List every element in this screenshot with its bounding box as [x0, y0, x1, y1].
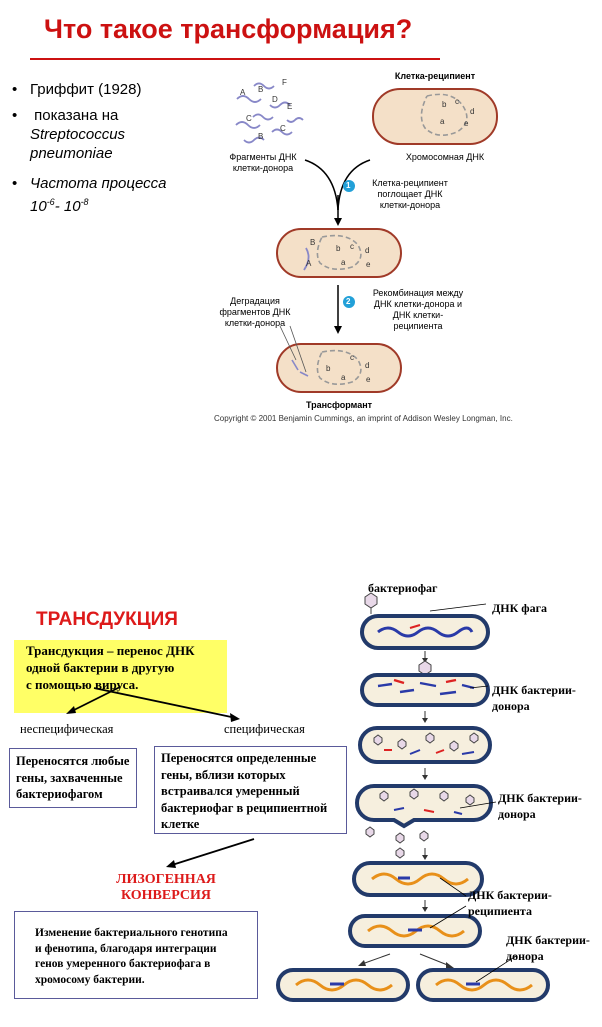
svg-text:d: d [365, 246, 369, 255]
label-bacteriophage: бактериофаг [368, 581, 438, 595]
svg-text:c: c [350, 353, 354, 362]
svg-text:a: a [341, 258, 346, 267]
svg-text:c: c [350, 242, 354, 251]
title-underline [30, 58, 440, 60]
svg-text:E: E [287, 102, 292, 111]
label-donor-dna-3: ДНК бактерии-донора [506, 933, 590, 963]
bullet-griffith: •Гриффит (1928) [12, 81, 142, 98]
definition-highlight [14, 640, 227, 713]
step-1-number: 1 [346, 181, 351, 190]
bullet-streptococcus: • показана на Streptococcus pneumoniae [12, 107, 126, 162]
bacteriophage-icon [364, 592, 378, 614]
copyright: Copyright © 2001 Benjamin Cummings, an i… [214, 414, 513, 423]
svg-text:c: c [455, 97, 459, 106]
svg-text:e: e [366, 375, 371, 384]
label-transformant: Трансформант [305, 400, 373, 410]
svg-text:A: A [240, 88, 246, 97]
svg-text:e: e [366, 260, 371, 269]
label-recipient-dna: ДНК бактерии-реципиента [468, 888, 552, 918]
slide-title: Что такое трансформация? [44, 14, 413, 44]
svg-text:b: b [336, 244, 341, 253]
recipient-cell [372, 88, 498, 145]
donor-dna-fragments [235, 82, 304, 144]
svg-text:A: A [306, 259, 312, 268]
nonspecific-label: неспецифическая [20, 722, 114, 736]
svg-text:B: B [258, 85, 263, 94]
cell-4 [355, 784, 493, 829]
svg-text:b: b [326, 364, 331, 373]
svg-text:B: B [310, 238, 315, 247]
svg-text:d: d [470, 107, 474, 116]
label-phage-dna: ДНК фага [492, 601, 548, 615]
step-1-badge [343, 180, 355, 192]
svg-text:e: e [464, 119, 469, 128]
svg-text:b: b [442, 100, 447, 109]
svg-text:d: d [365, 361, 369, 370]
label-chromosomal-dna: Хромосомная ДНК [405, 152, 485, 162]
svg-text:B: B [258, 132, 263, 141]
svg-text:C: C [280, 124, 286, 133]
svg-text:a: a [440, 117, 445, 126]
transduction-definition: Трансдукция – перенос ДНК одной бактерии… [26, 643, 195, 692]
cell-3 [358, 726, 492, 764]
transformant-cell [276, 343, 402, 393]
cell-2 [360, 673, 490, 707]
label-donor-dna-2: ДНК бактерии-донора [498, 791, 582, 821]
intermediate-cell [276, 228, 402, 278]
svg-text:a: a [341, 373, 346, 382]
svg-text:D: D [272, 95, 278, 104]
step-2-number: 2 [346, 297, 351, 306]
bullet-frequency: •Частота процесса 10-6- 10-8 [12, 175, 167, 215]
transduction-diagram [276, 592, 550, 1002]
cell-1 [360, 614, 490, 650]
label-donor-dna-1: ДНК бактерии-донора [492, 683, 576, 713]
step-2-badge [343, 296, 355, 308]
label-recipient: Клетка-реципиент [394, 71, 476, 81]
svg-text:F: F [282, 78, 287, 87]
svg-text:C: C [246, 114, 252, 123]
specific-label: специфическая [224, 722, 305, 736]
classification-arrows [66, 686, 255, 868]
transduction-title: ТРАНСДУКЦИЯ [36, 609, 178, 630]
